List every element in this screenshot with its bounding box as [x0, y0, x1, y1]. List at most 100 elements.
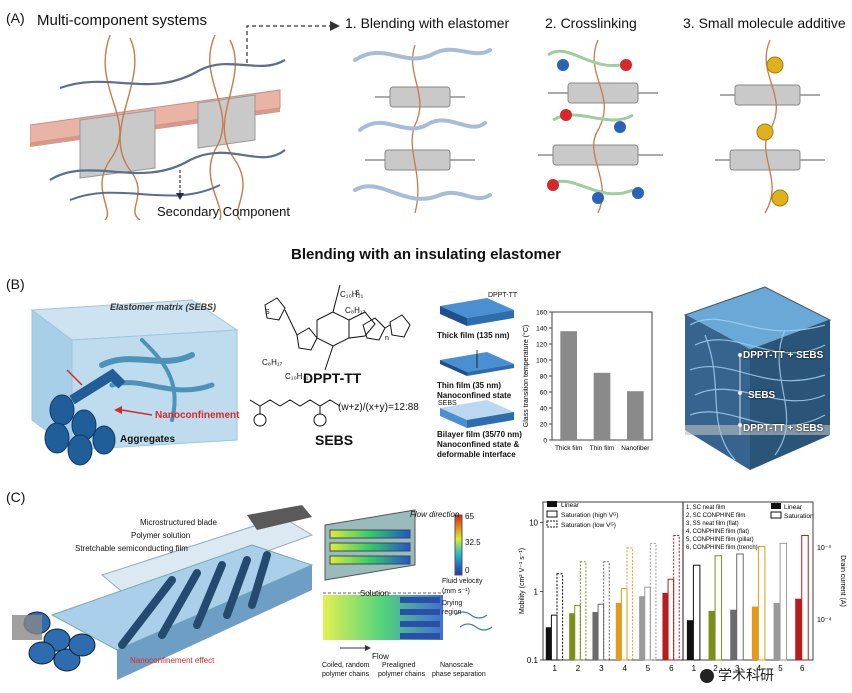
panel-c-label: (C) [6, 489, 26, 505]
drying-label-b: region [442, 609, 462, 616]
bar [593, 372, 611, 440]
film3-tag: SEBS [438, 400, 457, 407]
x-tick-label: Thick film [555, 445, 582, 452]
sebs-structure [249, 399, 341, 427]
blade-coating-illustration [12, 505, 314, 680]
bar-saturation-high [644, 586, 651, 661]
bar-saturation-low [626, 547, 634, 661]
film-dppt-tag: DPPT-TT [488, 292, 518, 299]
colorbar-min: 0 [465, 566, 470, 575]
blending-illustration [353, 44, 492, 214]
panel-b-label: (B) [6, 276, 25, 292]
x-tick-label: 4 [757, 664, 762, 673]
watermark-text: 学术科研 [718, 667, 774, 683]
legend-label: Saturation (low Vᴳ) [561, 522, 616, 529]
c8-label-top: C₈H₁₇ [345, 306, 366, 315]
y-tick-label: 10 [529, 519, 538, 528]
legend-swatch [547, 501, 557, 507]
panel-a-label: (A) [6, 10, 25, 26]
flow-label: Flow [372, 652, 389, 661]
legend-label: 3, SS neat film (flat) [686, 521, 739, 527]
x-tick-label: 2 [713, 664, 718, 673]
y-tick-label: 80 [540, 374, 548, 381]
svg-text:n: n [385, 335, 389, 342]
step3-title: 3. Small molecule additive [683, 15, 846, 31]
bar-linear [615, 602, 622, 660]
legend-label: Linear [561, 502, 580, 509]
x-tick-label: 4 [622, 664, 627, 673]
x-tick-label: 6 [669, 664, 674, 673]
flow-direction-label: Flow direction [410, 510, 460, 519]
svg-text:S: S [355, 290, 360, 297]
film2-caption-b: Nanoconfined state [437, 391, 512, 400]
layered-cube-illustration [683, 286, 832, 470]
wechat-icon [700, 669, 714, 684]
right-tick-label: 10⁻⁴ [817, 617, 832, 624]
c10-label-bottom: C₁₀H₂₁ [285, 372, 309, 381]
blade-label: Microstructured blade [140, 518, 217, 527]
cube-label-top: DPPT-TT + SEBS [743, 350, 824, 361]
fluid-velocity-unit: (mm s⁻¹) [442, 588, 470, 595]
svg-text:S: S [265, 309, 270, 316]
solution-region-label: Solution [360, 589, 389, 598]
colorbar-mid: 32.5 [465, 538, 481, 547]
caption-nanoscale-b: phase separation [432, 671, 486, 678]
crosslinking-illustration [538, 39, 663, 214]
bar-saturation-low [603, 561, 610, 661]
x-tick-label: 3 [599, 664, 604, 673]
y-tick-label: 160 [536, 310, 547, 317]
dppt-tt-label: DPPT-TT [303, 370, 362, 386]
panel-a-title: Multi-component systems [37, 12, 208, 29]
legend-label: 6, CONPHINE film (trench) [686, 545, 758, 551]
y-tick-label: 120 [536, 342, 547, 349]
legend-label: 4, CONPHINE film (flat) [686, 529, 749, 535]
x-tick-label: 2 [576, 664, 581, 673]
film-stacks [440, 298, 514, 428]
bar-linear [569, 613, 575, 660]
fluid-velocity-label: Fluid velocity [442, 578, 483, 585]
bar-right-saturation [779, 542, 788, 661]
colorbar-max: 65 [465, 512, 474, 521]
right-plot-frame [682, 501, 814, 661]
bar-right-linear [686, 620, 694, 660]
y-tick-label: 1 [534, 587, 539, 596]
multi-component-illustration [30, 34, 286, 220]
film3-caption-c: deformable interface [437, 450, 516, 459]
x-tick-label: 6 [800, 664, 805, 673]
y-tick-label: 20 [540, 422, 548, 429]
x-tick-label: 1 [692, 664, 697, 673]
bar-right-saturation [801, 535, 809, 661]
film1-caption: Thick film (135 nm) [437, 331, 510, 340]
aggregates-label: Aggregates [120, 434, 176, 445]
bar-right-saturation [736, 553, 744, 661]
bar-linear [639, 596, 645, 660]
bar [627, 391, 644, 440]
y-tick-label: 140 [536, 326, 547, 333]
y-axis-label-right: Drain current (A) [839, 555, 846, 607]
legend-swatch [546, 510, 558, 518]
x-tick-label: Thin film [590, 445, 615, 452]
nanoconfinement-label: Nanoconfinement [155, 410, 240, 421]
legend-label: 5, CONPHINE film (pillar) [686, 537, 754, 543]
bar-saturation-high [550, 614, 558, 661]
legend-label: Saturation [784, 513, 814, 520]
bar-saturation-high [620, 587, 628, 661]
sebs-label: SEBS [315, 432, 354, 448]
y-tick-label: 40 [540, 406, 548, 413]
caption-coiled-a: Coiled, random [322, 662, 370, 669]
dppt-tt-structure: S S n [264, 284, 411, 371]
bar-saturation-high [667, 578, 675, 661]
cube-label-bottom: DPPT-TT + SEBS [743, 423, 824, 434]
legend-swatch [770, 511, 782, 519]
caption-prealigned-a: Prealigned [382, 662, 416, 669]
x-tick-label: 5 [646, 664, 651, 673]
y-axis-label: Mobility (cm² V⁻¹ s⁻¹) [519, 548, 526, 614]
legend-swatch [546, 520, 558, 528]
x-tick-label: 1 [552, 664, 557, 673]
cube-label-middle: SEBS [748, 390, 776, 401]
step1-title: 1. Blending with elastomer [345, 15, 510, 31]
sebs-ratio: (w+z)/(x+y)=12:88 [338, 402, 419, 413]
y-tick-label: 60 [540, 390, 548, 397]
y-tick-label: 0 [543, 438, 547, 445]
